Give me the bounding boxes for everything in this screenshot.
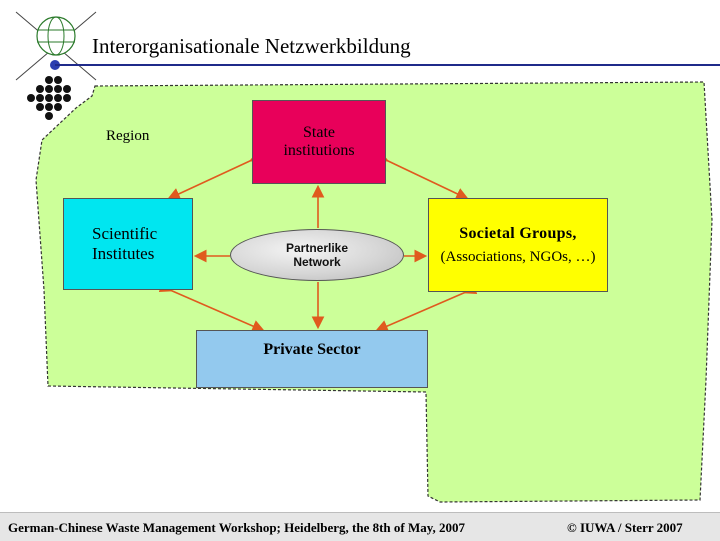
- societal-groups-box: Societal Groups, (Associations, NGOs, …): [428, 198, 608, 292]
- scientific-institutes-box: Scientific Institutes: [63, 198, 193, 290]
- societal-line1: Societal Groups,: [459, 224, 577, 242]
- region-label: Region: [106, 128, 150, 144]
- globe-icon: [15, 11, 97, 81]
- scientific-line1: Scientific: [92, 224, 158, 243]
- connector-societal-private: [375, 282, 478, 333]
- network-line2: Network: [293, 255, 341, 269]
- private-label: Private Sector: [263, 341, 361, 358]
- partnerlike-network-ellipse: Partnerlike Network: [230, 229, 404, 281]
- private-sector-box: Private Sector: [196, 330, 428, 388]
- footer-copyright: © IUWA / Sterr 2007: [567, 520, 683, 535]
- state-institutions-box: State institutions: [252, 100, 386, 184]
- state-line1: State: [303, 124, 335, 141]
- state-line2: institutions: [283, 142, 355, 159]
- footer-workshop-text: German-Chinese Waste Management Workshop…: [8, 520, 466, 535]
- footer-bar: German-Chinese Waste Management Workshop…: [0, 512, 720, 541]
- connector-state-societal: [374, 150, 469, 200]
- diamond-dots-logo: [27, 76, 71, 120]
- page-title: Interorganisationale Netzwerkbildung: [92, 34, 411, 58]
- societal-line2: (Associations, NGOs, …): [440, 248, 596, 265]
- connector-scientific-private: [158, 280, 265, 333]
- connector-state-scientific: [167, 150, 264, 200]
- network-line1: Partnerlike: [285, 241, 349, 255]
- title-divider: [55, 64, 720, 66]
- scientific-line2: Institutes: [92, 244, 155, 263]
